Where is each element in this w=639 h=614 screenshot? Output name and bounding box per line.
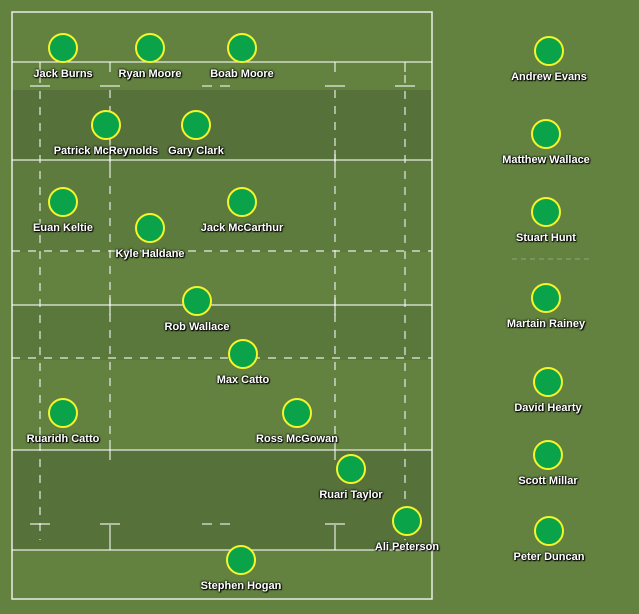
player-token[interactable] — [531, 283, 561, 313]
player-token[interactable] — [135, 33, 165, 63]
player-name: Ruari Taylor — [319, 489, 383, 501]
player-name: Gary Clark — [168, 145, 224, 157]
player-token[interactable] — [228, 339, 258, 369]
player-token[interactable] — [282, 398, 312, 428]
player-name: Rob Wallace — [164, 321, 230, 333]
player-name: Scott Millar — [518, 475, 578, 487]
player-token[interactable] — [533, 440, 563, 470]
player-name: Matthew Wallace — [502, 154, 590, 166]
player-name: Max Catto — [216, 374, 270, 386]
pitch-stripe — [12, 160, 432, 252]
player-name: Andrew Evans — [511, 71, 587, 83]
player-token[interactable] — [182, 286, 212, 316]
player-name: Boab Moore — [210, 68, 274, 80]
player-token[interactable] — [91, 110, 121, 140]
player-token[interactable] — [531, 197, 561, 227]
player-token[interactable] — [48, 398, 78, 428]
player-token[interactable] — [336, 454, 366, 484]
player-name: Ali Peterson — [374, 541, 440, 553]
player-token[interactable] — [135, 213, 165, 243]
player-token[interactable] — [48, 33, 78, 63]
pitch-stripe — [12, 90, 432, 160]
player-token[interactable] — [227, 33, 257, 63]
player-token[interactable] — [533, 367, 563, 397]
pitch-stripe — [12, 305, 432, 360]
player-name: Peter Duncan — [513, 551, 585, 563]
player-name: Ruaridh Catto — [26, 433, 100, 445]
player-token[interactable] — [392, 506, 422, 536]
player-name: Stuart Hunt — [516, 232, 576, 244]
player-name: Ross McGowan — [256, 433, 338, 445]
player-token[interactable] — [534, 36, 564, 66]
player-name: David Hearty — [514, 402, 582, 414]
player-name: Stephen Hogan — [200, 580, 282, 592]
player-name: Jack Burns — [33, 68, 93, 80]
player-name: Patrick McReynolds — [53, 145, 159, 157]
player-name: Ryan Moore — [118, 68, 182, 80]
player-token[interactable] — [48, 187, 78, 217]
player-name: Euan Keltie — [33, 222, 93, 234]
player-token[interactable] — [226, 545, 256, 575]
player-name: Martain Rainey — [506, 318, 586, 330]
player-token[interactable] — [227, 187, 257, 217]
player-name: Kyle Haldane — [115, 248, 185, 260]
player-token[interactable] — [534, 516, 564, 546]
player-token[interactable] — [531, 119, 561, 149]
player-name: Jack McCarthur — [200, 222, 284, 234]
player-token[interactable] — [181, 110, 211, 140]
